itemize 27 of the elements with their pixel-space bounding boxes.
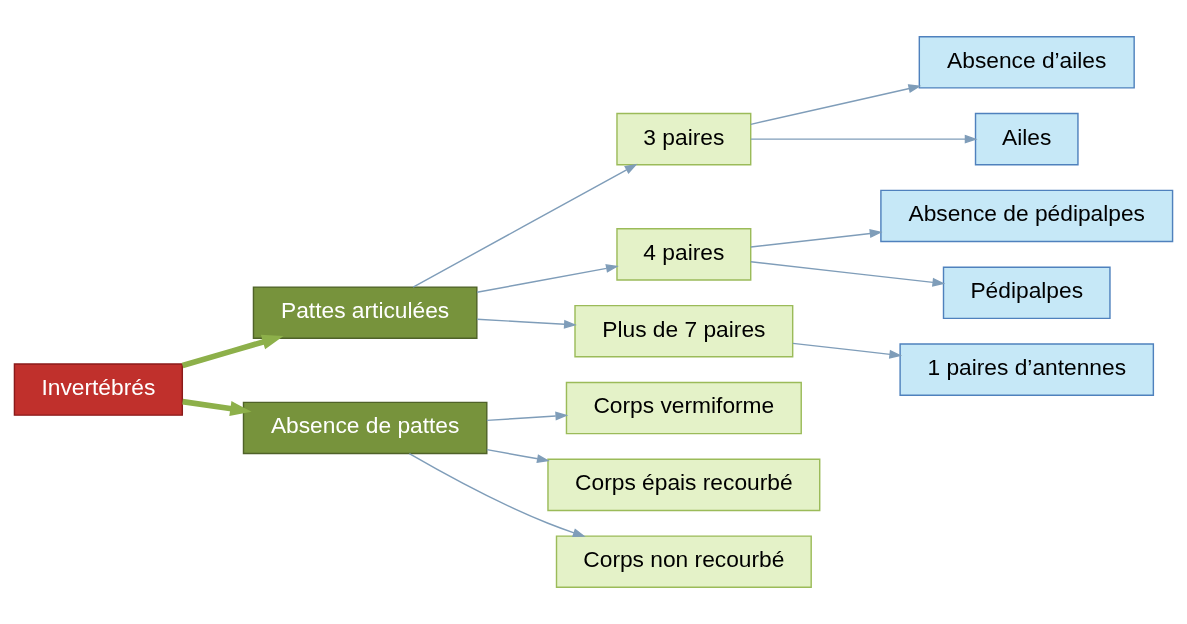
arrow bbox=[182, 398, 252, 416]
node-box: Pattes articulées bbox=[252, 286, 478, 340]
node-box: 4 paires bbox=[616, 228, 752, 281]
arrow bbox=[408, 452, 586, 537]
node-box: Absence d’ailes bbox=[918, 36, 1135, 89]
node-box: 1 paires d’antennes bbox=[899, 343, 1155, 396]
arrow bbox=[476, 318, 577, 329]
node-box: Plus de 7 paires bbox=[574, 304, 794, 358]
node-box: Invertébrés bbox=[13, 363, 184, 416]
node-box: Absence de pédipalpes bbox=[880, 189, 1174, 243]
arrow bbox=[486, 448, 550, 464]
node-box: 3 paires bbox=[616, 112, 752, 166]
arrow bbox=[750, 134, 978, 144]
node-box: Ailes bbox=[974, 112, 1079, 166]
arrow bbox=[486, 411, 569, 422]
arrow bbox=[476, 264, 619, 293]
node-box: Absence de pattes bbox=[242, 401, 488, 455]
arrow bbox=[750, 84, 922, 126]
arrow bbox=[750, 261, 946, 287]
arrow bbox=[750, 229, 883, 248]
node-box: Corps non recourbé bbox=[555, 535, 812, 588]
node-box: Corps épais recourbé bbox=[547, 458, 821, 512]
node-box: Corps vermiforme bbox=[565, 381, 802, 435]
node-box: Pédipalpes bbox=[942, 266, 1111, 320]
arrow bbox=[181, 334, 284, 369]
arrow bbox=[792, 342, 903, 359]
arrow bbox=[412, 163, 638, 288]
